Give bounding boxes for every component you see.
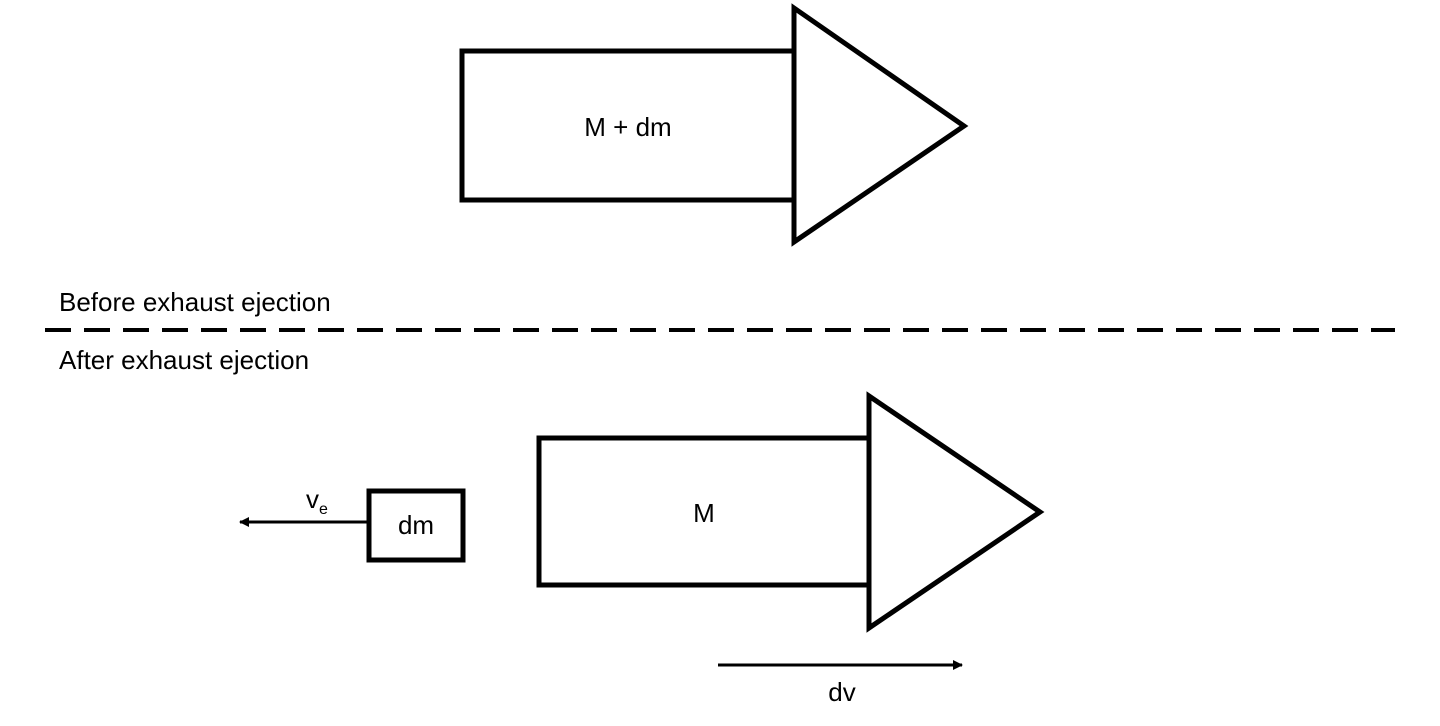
exhaust-mass-label: dm: [398, 510, 434, 540]
rocket-before: M + dm: [459, 3, 969, 247]
rocket-after: M: [536, 391, 1045, 633]
exhaust-mass: dm: [366, 488, 466, 563]
caption-before: Before exhaust ejection: [59, 287, 331, 317]
rocket-after-nose: [866, 391, 1045, 633]
exhaust-mass-box: [366, 488, 466, 563]
rocket-after-label: M: [693, 498, 715, 528]
rocket-before-nose: [791, 3, 969, 247]
rocket-velocity-change: dv: [718, 660, 963, 707]
rocket-before-label: M + dm: [584, 112, 671, 142]
exhaust-velocity-label: ve: [306, 484, 328, 518]
exhaust-velocity-subscript: e: [319, 501, 328, 518]
rocket-velocity-label: dv: [828, 677, 855, 707]
exhaust-velocity-symbol: v: [306, 484, 319, 514]
exhaust-velocity: ve: [239, 484, 368, 527]
caption-after: After exhaust ejection: [59, 345, 309, 375]
